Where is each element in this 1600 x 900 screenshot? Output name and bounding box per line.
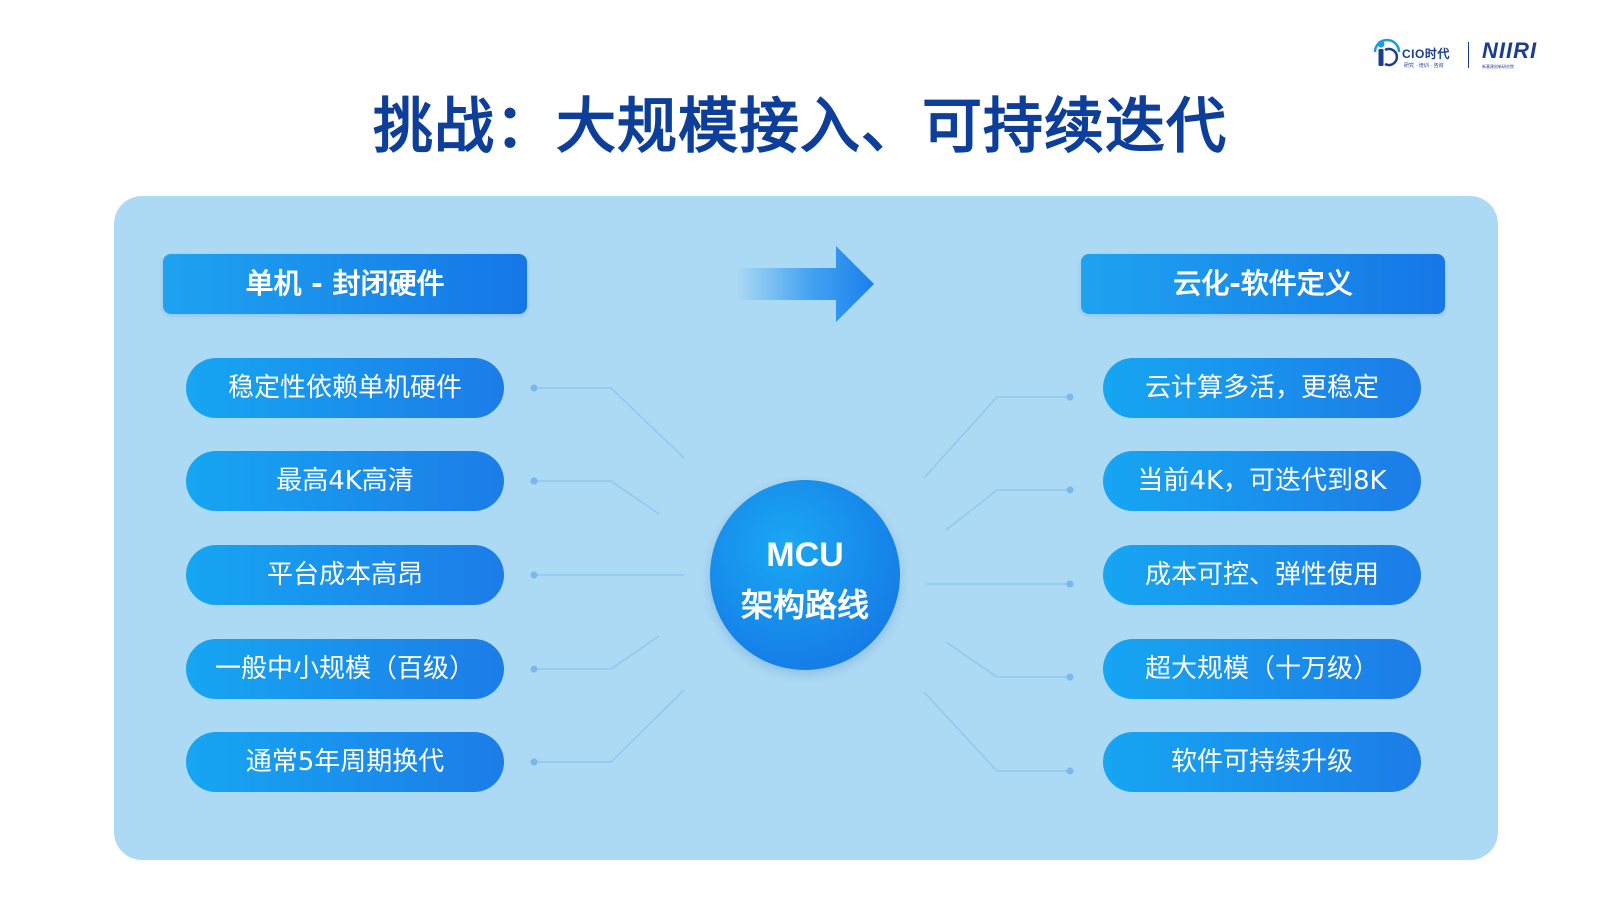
connector-dot-right-3 bbox=[1066, 580, 1074, 588]
connector-dot-right-2 bbox=[1066, 486, 1074, 494]
cio-logo-tagline: 研究 · 培训 · 咨询 bbox=[1404, 63, 1444, 69]
logo-divider bbox=[1468, 42, 1469, 68]
connector-dot-left-3 bbox=[530, 571, 538, 579]
left-item-2: 最高4K高清 bbox=[186, 451, 504, 511]
right-item-4: 超大规模（十万级） bbox=[1103, 639, 1421, 699]
connector-lines bbox=[530, 384, 1074, 775]
connector-dot-left-5 bbox=[530, 758, 538, 766]
cio-logo: CIO时代 研究 · 培训 · 咨询 bbox=[1372, 36, 1462, 76]
connector-dot-right-5 bbox=[1066, 767, 1074, 775]
connector-right-1 bbox=[923, 396, 1070, 479]
right-item-2: 当前4K，可迭代到8K bbox=[1103, 451, 1421, 511]
niiri-logo: NIIRI 新基建创新研究院 bbox=[1482, 38, 1562, 74]
left-item-3: 平台成本高昂 bbox=[186, 545, 504, 605]
connector-right-4 bbox=[945, 641, 1070, 678]
arrow-right-icon bbox=[736, 246, 874, 322]
cio-logo-name: CIO时代 bbox=[1402, 47, 1450, 61]
connector-left-1 bbox=[534, 387, 685, 459]
diagram-panel: 单机 - 封闭硬件 云化-软件定义 稳定性依赖单机硬件 最高4K高清 平台成本高… bbox=[114, 196, 1498, 860]
connector-dot-right-4 bbox=[1066, 673, 1074, 681]
right-item-3: 成本可控、弹性使用 bbox=[1103, 545, 1421, 605]
niiri-logo-tagline: 新基建创新研究院 bbox=[1482, 64, 1514, 69]
niiri-logo-name: NIIRI bbox=[1482, 38, 1538, 63]
cio-logo-icon bbox=[1373, 38, 1401, 67]
connector-right-5 bbox=[923, 691, 1070, 772]
logo-area: CIO时代 研究 · 培训 · 咨询 NIIRI 新基建创新研究院 bbox=[1372, 36, 1562, 76]
right-item-1: 云计算多活，更稳定 bbox=[1103, 358, 1421, 418]
center-node-line2: 架构路线 bbox=[740, 586, 869, 624]
right-header: 云化-软件定义 bbox=[1081, 254, 1445, 314]
connector-dot-left-1 bbox=[530, 384, 538, 392]
left-item-5: 通常5年周期换代 bbox=[186, 732, 504, 792]
center-node-line1: MCU bbox=[766, 536, 844, 574]
connector-dot-right-1 bbox=[1066, 393, 1074, 401]
connector-dot-left-4 bbox=[530, 665, 538, 673]
connector-left-4 bbox=[534, 635, 660, 670]
left-item-4: 一般中小规模（百级） bbox=[186, 639, 504, 699]
left-item-1: 稳定性依赖单机硬件 bbox=[186, 358, 504, 418]
connector-left-5 bbox=[534, 689, 685, 763]
connector-left-2 bbox=[534, 480, 660, 515]
slide-title: 挑战：大规模接入、可持续迭代 bbox=[373, 92, 1227, 162]
left-header: 单机 - 封闭硬件 bbox=[163, 254, 527, 314]
right-item-5: 软件可持续升级 bbox=[1103, 732, 1421, 792]
center-node: MCU 架构路线 bbox=[710, 480, 900, 670]
connector-right-2 bbox=[945, 489, 1070, 531]
connector-dot-left-2 bbox=[530, 477, 538, 485]
